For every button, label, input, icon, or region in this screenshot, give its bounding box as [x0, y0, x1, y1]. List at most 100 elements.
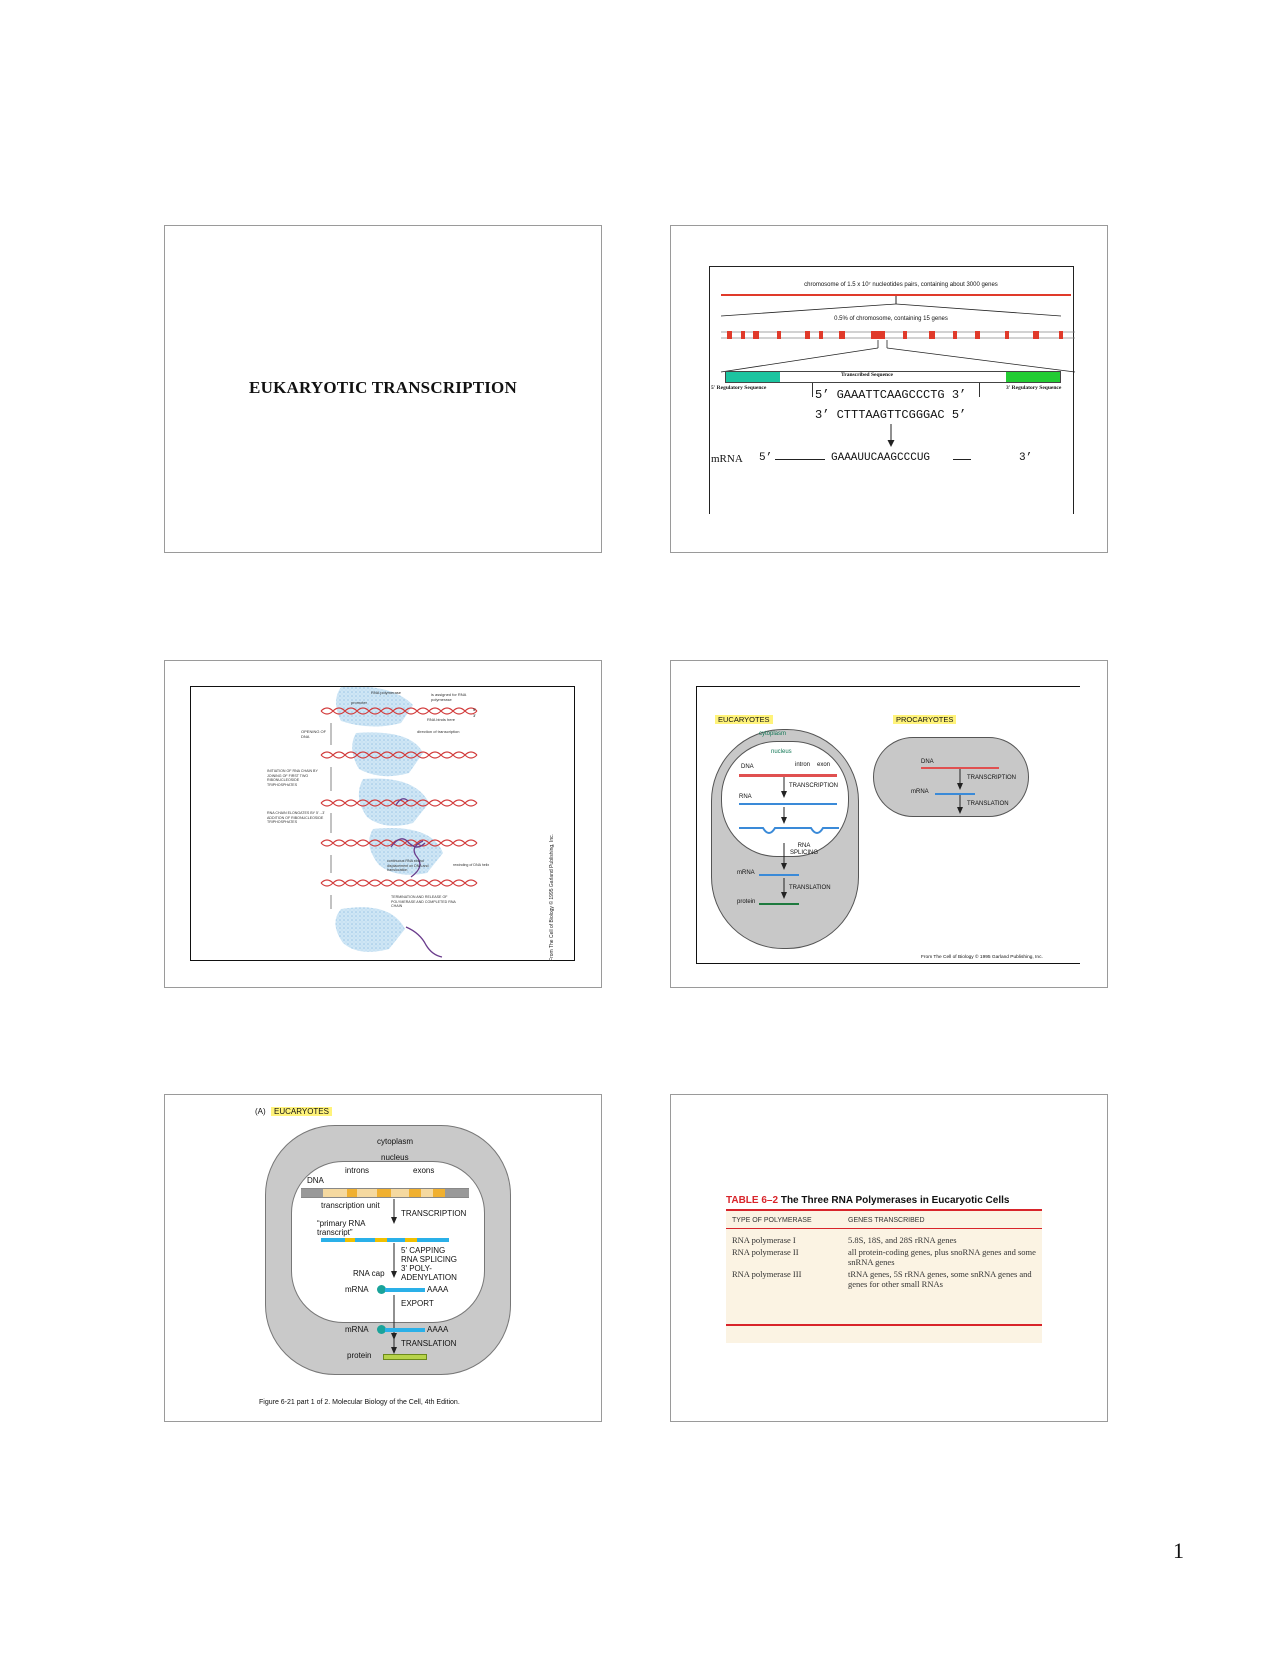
gene-bar [725, 371, 1061, 383]
label-elongation: RNA CHAIN ELONGATES BY 5'→3' ADDITION OF… [267, 811, 325, 825]
reg3-label: 3' Regulatory Sequence [1006, 385, 1062, 391]
primary-transcript-label: “primary RNA transcript” [317, 1219, 366, 1237]
cytoplasm-label: cytoplasm [377, 1137, 414, 1146]
header-genes: GENES TRANSCRIBED [848, 1217, 925, 1224]
cyto-mrna-label: mRNA [345, 1325, 369, 1334]
mrna-cap [377, 1285, 386, 1294]
cyto-mrna-cap [377, 1325, 386, 1334]
slide-5: (A) EUCARYOTES cytoplasm nucleus introns… [164, 1094, 602, 1422]
slide-title: EUKARYOTIC TRANSCRIPTION [249, 378, 517, 397]
table-caption: TABLE 6–2 The Three RNA Polymerases in E… [726, 1195, 1009, 1206]
rna-splicing-label: RNA SPLICING [789, 843, 818, 856]
table-row: RNA polymerase I 5.8S, 18S, and 28S rRNA… [726, 1229, 1042, 1247]
credit-text: From The Cell of Biology © 1995 Garland … [921, 955, 1043, 960]
chromosome-line [721, 294, 1071, 296]
label-continuous: continuous RNA strand displacement on DN… [387, 859, 429, 873]
rna-chains [390, 798, 443, 958]
processing-step-2: RNA SPLICING [401, 1255, 458, 1264]
exon-label: exon [817, 762, 831, 768]
reg5-box [726, 372, 780, 382]
label-assigned: is assigned for RNA polymerase [431, 692, 467, 702]
transcription-label: TRANSCRIPTION [789, 783, 839, 789]
spliced-rna [739, 827, 839, 834]
genes-transcribed: tRNA genes, 5S rRNA genes, some snRNA ge… [848, 1269, 1032, 1289]
table-bottom-rule [726, 1324, 1042, 1326]
export-label: EXPORT [401, 1299, 434, 1308]
table-row: RNA polymerase III tRNA genes, 5S rRNA g… [726, 1268, 1042, 1290]
label-termination: TERMINATION AND RELEASE OF POLYMERASE AN… [391, 895, 456, 909]
protein-label: protein [737, 899, 756, 905]
segment-with-genes [720, 331, 1076, 373]
protein-line [759, 903, 799, 905]
figure-frame [696, 686, 1080, 964]
polymerase-name: RNA polymerase III [732, 1269, 802, 1279]
reg5-label: 5' Regulatory Sequence [711, 385, 767, 391]
table-row: RNA polymerase II all protein-coding gen… [726, 1246, 1042, 1268]
panel-label: (A) [255, 1107, 266, 1116]
rna-label: RNA [739, 794, 752, 800]
polymerase-table: TYPE OF POLYMERASE GENES TRANSCRIBED RNA… [726, 1213, 1042, 1290]
credit-text: From The Cell of Biology © 1995 Garland … [549, 834, 555, 961]
processing-step-1: 5' CAPPING [401, 1246, 446, 1255]
dna-bottom-strand: 3’ CTTTAAGTTCGGGAC 5’ [815, 408, 967, 422]
figure-frame: RNA polymerase promoter is assigned for … [190, 686, 575, 961]
mrna-5prime: 5’ [759, 452, 773, 464]
gene-diagram-frame [709, 266, 1074, 514]
nucleus-label: nucleus [381, 1153, 409, 1162]
primary-transcript [321, 1238, 449, 1242]
reg3-box [1006, 372, 1060, 382]
polymerase-name: RNA polymerase II [732, 1247, 799, 1257]
label-rna-binds: RNA binds here [427, 717, 456, 722]
eucaryotes-label: EUCARYOTES [715, 715, 773, 724]
pro-transcription-label: TRANSCRIPTION [967, 775, 1017, 781]
label-rewinding: rewinding of DNA helix [453, 863, 490, 867]
dna-label: DNA [307, 1176, 324, 1185]
nucleus [291, 1161, 485, 1323]
procaryotes-label: PROCARYOTES [893, 715, 957, 724]
polymerase-name: RNA polymerase I [732, 1235, 796, 1245]
label-initiation: INITIATION OF RNA CHAIN BY JOINING OF FI… [267, 769, 318, 787]
dna-helices [320, 707, 478, 887]
mrna-line [759, 874, 799, 876]
rna-line [739, 803, 837, 805]
nucleus-label: nucleus [771, 749, 792, 755]
cytoplasm-label: cytoplasm [759, 731, 787, 737]
label-5prime: 5' [473, 707, 476, 712]
dna-top-strand: 5’ GAAATTCAAGCCCTG 3’ [815, 388, 967, 402]
processing-step-4: ADENYLATION [401, 1273, 457, 1282]
page-number: 1 [1173, 1538, 1184, 1563]
label-opening: OPENING OF DNA [301, 729, 327, 739]
slide-1: EUKARYOTIC TRANSCRIPTION [164, 225, 602, 553]
cyto-mrna-bar [385, 1328, 425, 1332]
chromosome-label: chromosome of 1.5 x 10⁷ nucleotides pair… [804, 282, 998, 288]
pro-mrna-line [935, 793, 975, 795]
genes-transcribed: 5.8S, 18S, and 28S rRNA genes [848, 1235, 957, 1245]
protein-label: protein [347, 1351, 372, 1360]
eucaryotes-label: EUCARYOTES [271, 1107, 332, 1116]
pro-translation-label: TRANSLATION [967, 801, 1009, 807]
table-number: TABLE 6–2 [726, 1195, 779, 1206]
processing-step-3: 3' POLY- [401, 1264, 432, 1273]
exons-label: exons [413, 1166, 435, 1175]
mrna-label: mRNA [711, 453, 743, 465]
polymerase-blobs [335, 687, 443, 952]
transcription-label: TRANSCRIPTION [401, 1209, 467, 1218]
pro-mrna-label: mRNA [911, 789, 929, 795]
down-arrow [887, 424, 895, 447]
mrna-label: mRNA [345, 1285, 369, 1294]
table-title: The Three RNA Polymerases in Eucaryotic … [780, 1195, 1010, 1206]
intron-label: intron [795, 762, 811, 768]
label-direction: direction of transcription [417, 729, 460, 734]
transcription-steps-figure [320, 687, 478, 958]
figure-caption: Figure 6-21 part 1 of 2. Molecular Biolo… [259, 1399, 460, 1406]
mrna-3prime: 3’ [1019, 452, 1033, 464]
table-top-rule [726, 1209, 1042, 1211]
label-promoter: promoter [351, 700, 368, 705]
mrna-label: mRNA [737, 870, 755, 876]
label-3prime: 3' [473, 713, 476, 718]
genes-transcribed: all protein-coding genes, plus snoRNA ge… [848, 1247, 1036, 1267]
transcription-unit-label: transcription unit [321, 1201, 380, 1210]
header-type: TYPE OF POLYMERASE [732, 1217, 812, 1224]
prokaryote-cell [873, 737, 1029, 817]
polya-label: AAAA [427, 1285, 449, 1294]
